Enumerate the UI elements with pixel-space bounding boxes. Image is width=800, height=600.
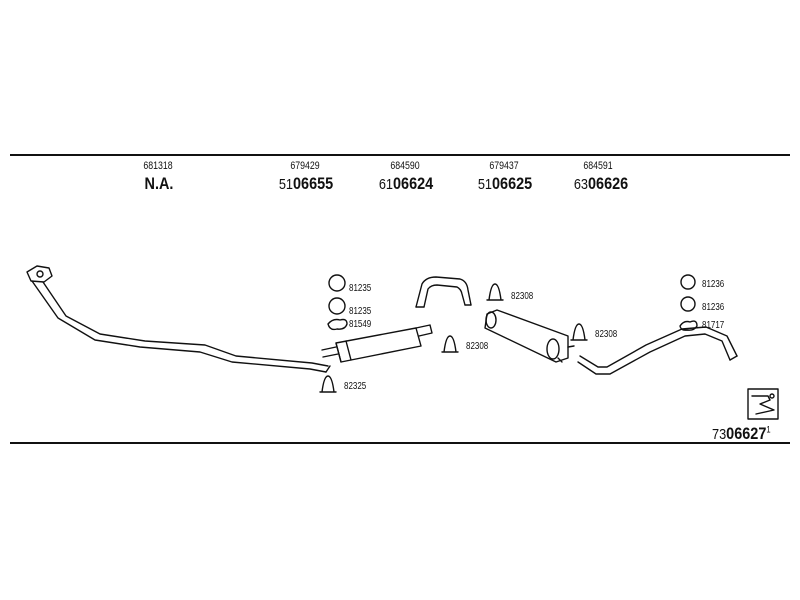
clamp-label: 82308 bbox=[466, 341, 489, 352]
part-number-2: 679429 bbox=[290, 160, 320, 172]
complete-system-reference: 73066271 bbox=[712, 424, 771, 444]
part-number-3: 684590 bbox=[390, 160, 420, 172]
complete-system-icon bbox=[747, 388, 779, 420]
u-clamp-icon bbox=[570, 323, 588, 341]
rubber-label: 81717 bbox=[702, 320, 725, 331]
reference-3-prefix: 61 bbox=[378, 176, 393, 193]
clamp-label: 81235 bbox=[349, 283, 372, 294]
reference-1: N.A. bbox=[112, 174, 206, 194]
reference-2: 5106655 bbox=[259, 174, 353, 194]
part-number-1: 681318 bbox=[143, 160, 173, 172]
reference-5-prefix: 63 bbox=[573, 176, 588, 193]
reference-5-main: 06626 bbox=[587, 174, 629, 193]
ring-icon bbox=[328, 274, 346, 292]
complete-system-prefix: 73 bbox=[712, 426, 727, 443]
ring-icon bbox=[680, 274, 696, 290]
reference-2-main: 06655 bbox=[292, 174, 334, 193]
ring-label: 81236 bbox=[702, 279, 725, 290]
ring-icon bbox=[328, 297, 346, 315]
ring-label: 81236 bbox=[702, 302, 725, 313]
u-clamp-icon bbox=[319, 375, 337, 393]
rear-silencer bbox=[484, 309, 575, 363]
clamp-label: 82308 bbox=[511, 291, 534, 302]
complete-system-main: 06627 bbox=[726, 424, 767, 443]
part-number-4: 679437 bbox=[489, 160, 519, 172]
part-number-5: 684591 bbox=[583, 160, 613, 172]
reference-4-main: 06625 bbox=[491, 174, 533, 193]
reference-4: 5106625 bbox=[458, 174, 552, 194]
top-rule bbox=[10, 154, 790, 156]
front-silencer bbox=[321, 324, 433, 363]
rubber-label: 81549 bbox=[349, 319, 372, 330]
clamp-label: 81235 bbox=[349, 306, 372, 317]
ring-icon bbox=[680, 296, 696, 312]
front-pipe bbox=[26, 265, 331, 373]
u-clamp-icon bbox=[441, 335, 459, 353]
reference-2-prefix: 51 bbox=[278, 176, 293, 193]
reference-4-prefix: 51 bbox=[477, 176, 492, 193]
reference-5: 6306626 bbox=[554, 174, 648, 194]
clamp-label: 82308 bbox=[595, 329, 618, 340]
reference-1-main: N.A. bbox=[144, 174, 174, 193]
connecting-pipe bbox=[415, 276, 472, 308]
u-clamp-icon bbox=[486, 283, 504, 301]
rubber-hanger-icon bbox=[327, 318, 348, 331]
clamp-label: 82325 bbox=[344, 381, 367, 392]
complete-system-sup: 1 bbox=[766, 424, 771, 435]
reference-3: 6106624 bbox=[359, 174, 453, 194]
bottom-rule bbox=[10, 442, 790, 444]
rubber-hanger-icon bbox=[679, 320, 698, 331]
reference-3-main: 06624 bbox=[392, 174, 434, 193]
tail-pipe bbox=[577, 326, 738, 375]
